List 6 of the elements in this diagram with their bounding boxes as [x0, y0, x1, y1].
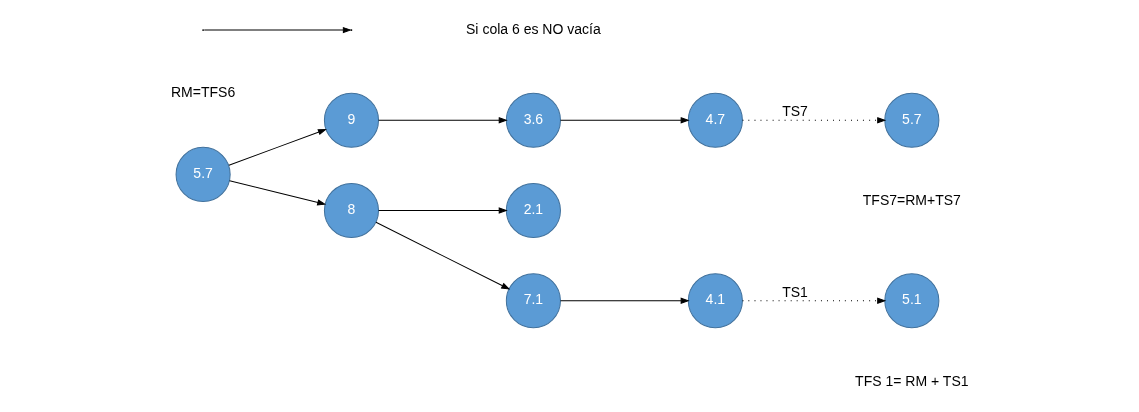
- node-label: TFS 1= RM + TS1: [855, 372, 969, 389]
- node-label: TFS7=RM+TS7: [862, 192, 961, 209]
- edge-label: TS1: [782, 283, 808, 300]
- node-label: RM=TFS6: [170, 83, 236, 100]
- legend-label: Si cola 6 es NO vacía: [466, 20, 601, 37]
- edge-label: TS7: [782, 103, 808, 120]
